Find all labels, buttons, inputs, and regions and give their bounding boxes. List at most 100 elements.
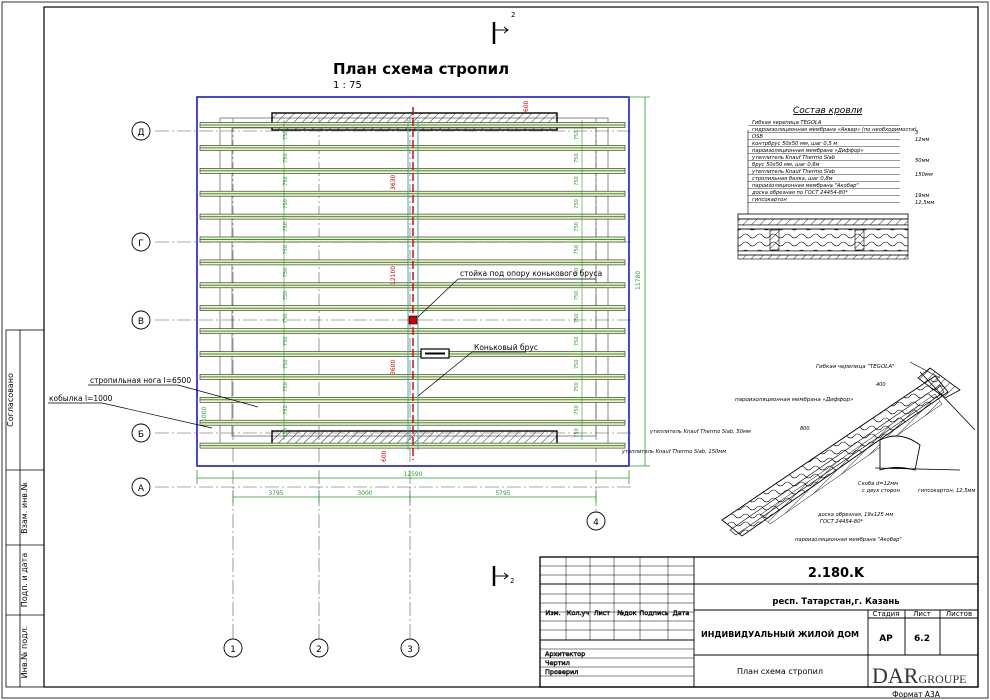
label-filly: кобылка l=1000	[49, 394, 113, 403]
dim-left-small: 1000	[201, 407, 208, 422]
rafter-spacing-right: 750	[574, 405, 580, 415]
rafter-spacing-right: 750	[574, 268, 580, 278]
rafter-spacing-left: 750	[283, 405, 289, 415]
detail-label-drywall: гипсокартон, 12,5мм	[918, 488, 975, 494]
stamp-col-header: Лист	[594, 609, 611, 617]
stamp-stage-header: Стадия	[873, 610, 900, 618]
strip-replace-inv: Взам. инв.№	[20, 481, 29, 533]
rafter-spacing-right: 750	[574, 222, 580, 232]
stamp-sheet-title: План схема стропил	[737, 667, 823, 676]
detail-label-d1: 400	[876, 382, 886, 388]
roof-comp-layer: Гибкая черепица TEGOLA	[752, 120, 822, 126]
rafter-spacing-right: 750	[574, 314, 580, 324]
section-mark-top-label: 2	[511, 11, 515, 19]
label-post: стойка под опору конькового бруса	[460, 269, 602, 278]
rafter-spacing-left: 750	[283, 268, 289, 278]
title-block	[539, 556, 979, 688]
axis-row-b: Б	[138, 430, 144, 440]
label-rafter: стропильная нога l=6500	[90, 376, 191, 385]
detail-label-board: доска обрезная, 19х125 мм	[817, 512, 893, 518]
detail-label-membrane_top: пароизоляционная мембрана «Диффор»	[735, 397, 854, 403]
roof-comp-layer: доска обрезная по ГОСТ 24454-80*	[751, 190, 848, 196]
stamp-location: респ. Татарстан,г. Казань	[772, 597, 899, 607]
stamp-sheet-header: Лист	[913, 610, 931, 618]
rafter-spacing-right: 750	[574, 428, 580, 438]
axis-col-4: 4	[593, 518, 599, 528]
stamp-col-header: Дата	[673, 609, 690, 617]
axis-row-v: В	[138, 317, 144, 327]
dim-right: 11780	[635, 271, 642, 290]
section-mark-top	[492, 22, 509, 44]
rafter-spacing-left: 750	[283, 199, 289, 209]
dim-edge-top: 600	[523, 100, 530, 112]
stamp-col-header: Изм.	[545, 609, 560, 617]
rafter-spacing-left: 750	[283, 245, 289, 255]
ridge-post	[408, 315, 418, 325]
roof-comp-layer: утеплитель Knauf Thermo Slab	[751, 169, 836, 175]
company-logo-big: DAR	[872, 663, 919, 688]
dim-edge-bottom: 600	[381, 450, 388, 462]
dim-right-line	[628, 96, 650, 467]
left-strip	[5, 329, 45, 688]
roof-comp-thickness: 150мм	[915, 172, 933, 178]
dim-center-top: 3630	[390, 175, 397, 190]
rafter-spacing-right: 750	[574, 199, 580, 209]
dim-bottom-3: 5795	[495, 490, 510, 497]
callout-leaders	[48, 278, 596, 429]
roof-comp-layer: контрбрус 50х50 мм, шаг 0,5 м	[752, 141, 837, 147]
roof-comp-thickness: 12,5мм	[915, 200, 934, 206]
axis-bubbles	[131, 121, 606, 658]
roof-comp-thickness: 12мм	[915, 137, 930, 143]
scale-label: 1 : 75	[333, 80, 362, 91]
dim-bottom-lines	[196, 470, 630, 503]
rafter-spacing-right: 750	[574, 359, 580, 369]
stamp-code: 2.180.K	[808, 566, 865, 581]
section-mark-bottom-label: 2	[510, 577, 514, 585]
roof-comp-layer: стропильная балка, шаг 0,8м	[752, 176, 833, 182]
axis-row-a: А	[138, 484, 145, 494]
rafter-spacing-left: 750	[283, 291, 289, 301]
rafter-spacing-right: 750	[574, 245, 580, 255]
ridge-detail-labels: Гибкая черепица "TEGOLA" пароизоляционная…	[621, 364, 975, 543]
axis-col-1: 1	[230, 645, 236, 655]
rafter-spacing-right: 750	[574, 130, 580, 140]
stamp-project: ИНДИВИДУАЛЬНЫЙ ЖИЛОЙ ДОМ	[701, 628, 859, 639]
section-mark-bottom	[492, 566, 509, 586]
roof-comp-layer: OSB	[752, 134, 763, 140]
detail-label-vapor: пароизоляционная мембрана "Акобар"	[795, 537, 902, 543]
dim-overall: 12590	[403, 471, 422, 478]
dim-bottom-2: 3000	[357, 490, 372, 497]
company-logo: DARGROUPE	[872, 663, 966, 688]
detail-label-d2: 800	[800, 426, 810, 432]
rafter-spacing-left: 750	[283, 382, 289, 392]
label-ridge: Коньковый брус	[474, 343, 538, 352]
detail-label-board2: ГОСТ 24454-80*	[820, 519, 863, 525]
wall-outline	[219, 117, 609, 447]
page-title: План схема стропил	[333, 60, 509, 78]
roof-comp-layer: пароизоляционная мембрана "Акобар"	[752, 183, 859, 189]
detail-label-insul50: утеплитель Knauf Thermo Slab, 50мм	[649, 429, 751, 435]
rafter-spacing-left: 750	[283, 222, 289, 232]
dim-bottom-1: 3795	[268, 490, 283, 497]
dim-center-mid: 12100	[390, 266, 397, 285]
stamp-col-header: Кол.уч	[567, 609, 590, 617]
roof-outline	[196, 96, 630, 467]
dim-center-low: 3600	[390, 360, 397, 375]
stamp-col-header: №док	[616, 609, 636, 617]
axis-col-3: 3	[407, 645, 413, 655]
stamp-role: Чертил	[545, 659, 570, 667]
rafter-spacing-left: 750	[283, 176, 289, 186]
roof-comp-layer: утеплитель Knauf Thermo Slab	[751, 155, 836, 161]
rafter-spacing-right: 750	[574, 291, 580, 301]
detail-label-tile: Гибкая черепица "TEGOLA"	[816, 364, 895, 370]
roof-comp-rows: Гибкая черепица TEGOLAгидроизоляционная …	[748, 120, 934, 206]
rafter-spacing-left: 750	[283, 428, 289, 438]
rafter-spacing-right: 750	[574, 176, 580, 186]
rafter-spacing-left: 750	[283, 337, 289, 347]
rafter-spacing-right: 750	[574, 382, 580, 392]
strip-inv-orig: Инв.№ подл.	[20, 626, 29, 679]
roof-comp-title: Состав кровли	[793, 106, 862, 116]
roof-comp-section	[737, 130, 909, 260]
strip-agreed: Согласовано	[6, 373, 15, 427]
